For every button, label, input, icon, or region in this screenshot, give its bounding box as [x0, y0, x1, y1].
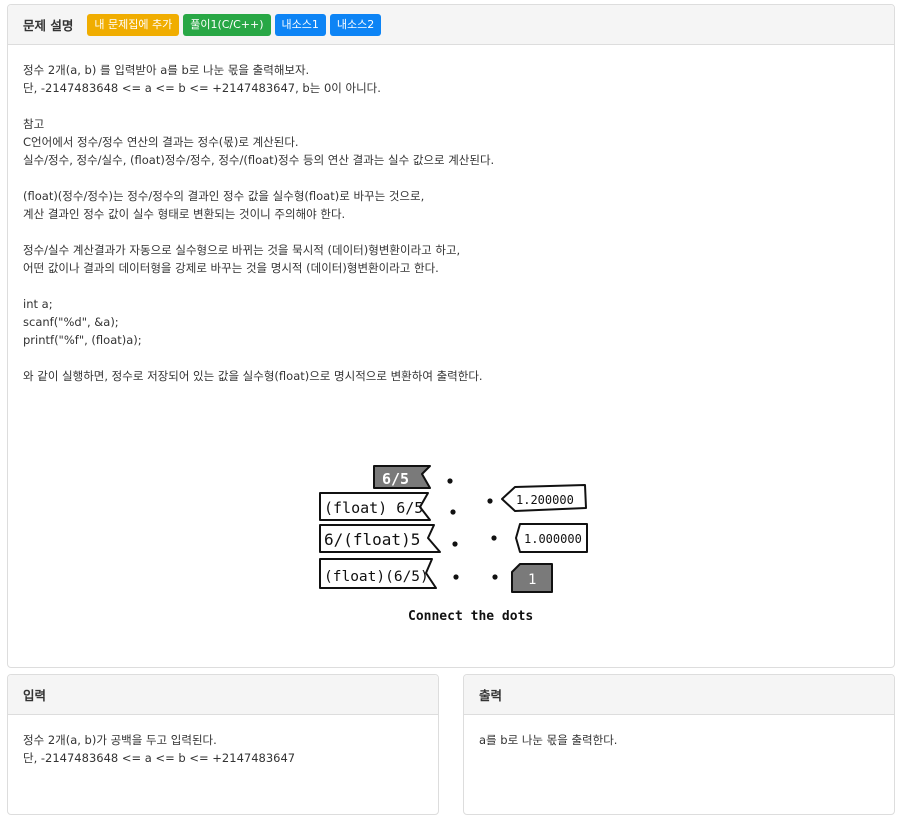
tag-shape — [501, 484, 587, 512]
tag-label: 1.000000 — [524, 532, 582, 546]
tag-shape — [319, 558, 437, 589]
tag-label: 6/5 — [382, 470, 409, 488]
input-body: 정수 2개(a, b)가 공백을 두고 입력된다. 단, -2147483648… — [8, 715, 438, 777]
tag-shape — [319, 524, 441, 553]
input-header: 입력 — [8, 675, 438, 715]
description-line: 와 같이 실행하면, 정수로 저장되어 있는 값을 실수형(float)으로 명… — [23, 369, 483, 383]
description-line: 참고 — [23, 117, 45, 131]
code-line: int a; — [23, 297, 53, 311]
tag-shape — [319, 492, 431, 521]
description-line: 어떤 값이나 결과의 데이터형을 강제로 바꾸는 것을 명시적 (데이터)형변환… — [23, 261, 439, 275]
connect-the-dots-illustration: 6/5 (float) 6/5 6/(float)5 (float)(6/5) … — [319, 465, 588, 624]
my-source-2-button[interactable]: 내소스2 — [329, 13, 382, 36]
output-body: a를 b로 나눈 몫을 출력한다. — [464, 715, 894, 759]
tag-shape — [511, 563, 553, 593]
description-line: 정수/실수 계산결과가 자동으로 실수형으로 바뀌는 것을 묵시적 (데이터)형… — [23, 243, 461, 257]
add-to-my-workbook-button[interactable]: 내 문제집에 추가 — [87, 13, 180, 36]
description-line: 단, -2147483648 <= a <= b <= +2147483647,… — [23, 81, 381, 95]
tag-label: (float)(6/5) — [324, 569, 429, 585]
description-line — [23, 169, 879, 187]
dot — [453, 574, 459, 580]
solution-1-button[interactable]: 풀이1(C/C++) — [183, 13, 271, 36]
description-line — [23, 277, 879, 295]
description-line — [23, 349, 879, 367]
output-panel: 출력 a를 b로 나눈 몫을 출력한다. — [463, 674, 895, 815]
tag-label: 1 — [528, 572, 536, 588]
problem-description-panel: 문제 설명 내 문제집에 추가 풀이1(C/C++) 내소스1 내소스2 정수 … — [7, 4, 895, 668]
tag-label: 6/(float)5 — [324, 530, 420, 549]
code-line: scanf("%d", &a); — [23, 315, 119, 329]
dot — [452, 541, 458, 547]
problem-description-header: 문제 설명 내 문제집에 추가 풀이1(C/C++) 내소스1 내소스2 — [8, 5, 894, 45]
description-line: (float)(정수/정수)는 정수/정수의 결과인 정수 값을 실수형(flo… — [23, 189, 425, 203]
dot — [450, 509, 456, 515]
input-line: 단, -2147483648 <= a <= b <= +2147483647 — [23, 751, 296, 765]
tag-label: 1.200000 — [516, 493, 574, 507]
description-line — [23, 97, 879, 115]
dot — [492, 574, 498, 580]
description-line: 실수/정수, 정수/실수, (float)정수/정수, 정수/(float)정수… — [23, 153, 495, 167]
input-panel: 입력 정수 2개(a, b)가 공백을 두고 입력된다. 단, -2147483… — [7, 674, 439, 815]
dot — [487, 498, 493, 504]
problem-description-body: 정수 2개(a, b) 를 입력받아 a를 b로 나눈 몫을 출력해보자. 단,… — [8, 45, 894, 395]
input-title: 입력 — [23, 688, 47, 703]
illustration-caption: Connect the dots — [408, 609, 533, 624]
output-line: a를 b로 나눈 몫을 출력한다. — [479, 733, 618, 747]
input-line: 정수 2개(a, b)가 공백을 두고 입력된다. — [23, 733, 217, 747]
dot — [491, 535, 497, 541]
dot — [447, 478, 453, 484]
output-header: 출력 — [464, 675, 894, 715]
tag-shape — [515, 523, 588, 553]
tag-shape — [373, 465, 431, 489]
my-source-1-button[interactable]: 내소스1 — [274, 13, 326, 36]
description-line: C언어에서 정수/정수 연산의 결과는 정수(몫)로 계산된다. — [23, 135, 299, 149]
description-line: 정수 2개(a, b) 를 입력받아 a를 b로 나눈 몫을 출력해보자. — [23, 63, 310, 77]
code-line: printf("%f", (float)a); — [23, 333, 142, 347]
output-title: 출력 — [479, 688, 503, 703]
problem-description-title: 문제 설명 — [23, 18, 74, 33]
description-line — [23, 223, 879, 241]
tag-label: (float) 6/5 — [324, 499, 423, 517]
description-line: 계산 결과인 정수 값이 실수 형태로 변환되는 것이니 주의해야 한다. — [23, 207, 346, 221]
